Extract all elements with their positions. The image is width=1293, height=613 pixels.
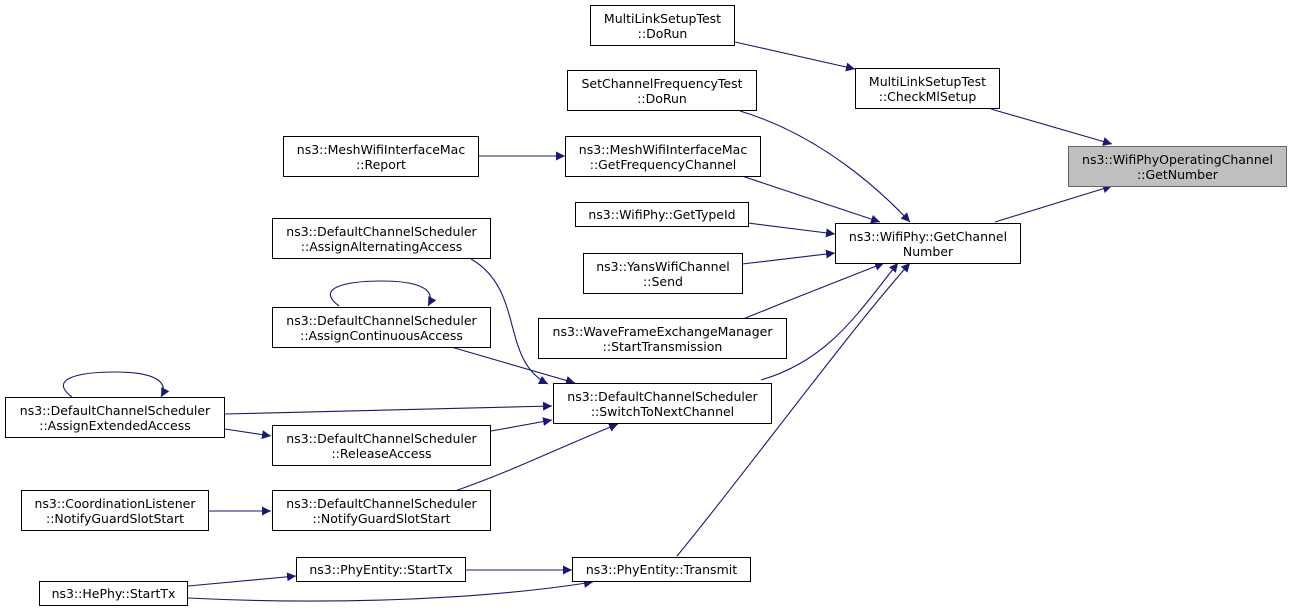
node-label-line1: ns3::PhyEntity::Transmit	[585, 562, 738, 577]
node-coordinationlistener-notifyguardslotstart[interactable]: ns3::CoordinationListener ::NotifyGuardS…	[21, 490, 209, 531]
node-label-line2: ::AssignContinuousAccess	[300, 327, 463, 343]
node-multilinksetuptest-dorun[interactable]: MultiLinkSetupTest ::DoRun	[590, 5, 735, 46]
edges	[63, 41, 1113, 602]
node-label-line2: ::GetFrequencyChannel	[589, 156, 737, 172]
node-label-line1: ns3::WifiPhyOperatingChannel	[1082, 151, 1273, 167]
edge-yanssend-to-getchannelnumber	[741, 249, 836, 265]
node-label-line2: ::ReleaseAccess	[331, 445, 432, 461]
node-label-line2: ::Report	[356, 156, 406, 172]
node-label-line2: ::NotifyGuardSlotStart	[312, 510, 451, 526]
node-label-line2: ::GetNumber	[1137, 166, 1218, 182]
node-label-line1: ns3::CoordinationListener	[34, 495, 196, 511]
edge-setchannelfreq-to-getchannelnumber	[739, 110, 911, 223]
node-label-line1: ns3::DefaultChannelScheduler	[567, 388, 758, 404]
node-label-line1: ns3::WifiPhy::GetTypeId	[588, 207, 736, 222]
node-wifiphy-gettypeid[interactable]: ns3::WifiPhy::GetTypeId	[575, 202, 749, 227]
node-label-line2: ::CheckMlSetup	[878, 88, 977, 104]
node-hephy-starttx[interactable]: ns3::HePhy::StartTx	[39, 581, 188, 606]
node-label-line2: ::SwitchToNextChannel	[590, 403, 735, 419]
node-defaultchannelscheduler-releaseaccess[interactable]: ns3::DefaultChannelScheduler ::ReleaseAc…	[272, 425, 491, 466]
edge-transmit-to-getchannelnumber	[676, 262, 911, 557]
edge-continuous-to-switchtonext	[433, 341, 576, 385]
node-label-line1: MultiLinkSetupTest	[603, 10, 722, 26]
node-setchannelfrequencytest-dorun[interactable]: SetChannelFrequencyTest ::DoRun	[567, 70, 757, 111]
node-label-line1: ns3::DefaultChannelScheduler	[286, 312, 477, 328]
node-defaultchannelscheduler-notifyguardslotstart[interactable]: ns3::DefaultChannelScheduler ::NotifyGua…	[272, 490, 491, 531]
edge-checkmlsetup-to-getnumber	[990, 108, 1113, 146]
edge-multilink-dorun-to-checkmlsetup	[734, 41, 856, 72]
node-label-line1: SetChannelFrequencyTest	[581, 75, 743, 91]
node-label-line1: ns3::YansWifiChannel	[596, 258, 730, 274]
node-label-line2: ::StartTransmission	[602, 338, 723, 354]
edge-extended-self-loop	[63, 371, 170, 398]
node-wifiphy-getchannelnumber[interactable]: ns3::WifiPhy::GetChannel Number	[835, 223, 1021, 264]
node-label-line1: MultiLinkSetupTest	[868, 73, 987, 89]
node-defaultchannelscheduler-switchtonextchannel[interactable]: ns3::DefaultChannelScheduler ::SwitchToN…	[553, 383, 772, 424]
node-label-line2: Number	[902, 243, 954, 259]
edge-switchtonext-to-getchannelnumber	[760, 262, 899, 381]
node-label-line1: ns3::DefaultChannelScheduler	[286, 430, 477, 446]
node-label-line1: ns3::WifiPhy::GetChannel	[848, 228, 1008, 244]
node-label-line2: ::AssignExtendedAccess	[39, 417, 191, 433]
node-label-line2: ::Send	[643, 273, 683, 289]
edge-starttransmission-to-getchannelnumber	[742, 262, 885, 320]
node-multilinksetuptest-checkmlsetup[interactable]: MultiLinkSetupTest ::CheckMlSetup	[855, 68, 1000, 109]
edge-alternating-to-switchtonext	[470, 258, 549, 385]
node-label-line2: ::AssignAlternatingAccess	[300, 238, 463, 254]
node-waveframeexchangemanager-starttransmission[interactable]: ns3::WaveFrameExchangeManager ::StartTra…	[538, 318, 787, 359]
edge-continuous-self-loop	[330, 280, 437, 307]
node-label-line1: ns3::DefaultChannelScheduler	[286, 495, 477, 511]
node-label-line1: ns3::DefaultChannelScheduler	[19, 402, 211, 418]
node-phyentity-starttx[interactable]: ns3::PhyEntity::StartTx	[296, 557, 466, 582]
node-label-line2: ::DoRun	[637, 90, 687, 106]
edge-notifyguard-to-switchtonext	[454, 423, 619, 492]
node-defaultchannelscheduler-assigncontinuousaccess[interactable]: ns3::DefaultChannelScheduler ::AssignCon…	[272, 307, 491, 348]
node-label-line1: ns3::WaveFrameExchangeManager	[552, 323, 773, 339]
node-label-line2: ::DoRun	[637, 25, 688, 41]
edge-hephy-to-phystarttx	[187, 572, 297, 587]
node-yanswifichannel-send[interactable]: ns3::YansWifiChannel ::Send	[583, 253, 743, 294]
edge-hephy-to-transmit	[187, 578, 594, 602]
node-meshwifiinterfacemac-getfrequencychannel[interactable]: ns3::MeshWifiInterfaceMac ::GetFrequency…	[565, 136, 761, 177]
node-label-line1: ns3::HePhy::StartTx	[51, 586, 176, 601]
node-meshwifiinterfacemac-report[interactable]: ns3::MeshWifiInterfaceMac ::Report	[283, 136, 479, 177]
node-defaultchannelscheduler-assignalternatingaccess[interactable]: ns3::DefaultChannelScheduler ::AssignAlt…	[272, 218, 491, 259]
node-label-line1: ns3::MeshWifiInterfaceMac	[296, 141, 466, 157]
node-label-line1: ns3::PhyEntity::StartTx	[309, 562, 453, 577]
node-phyentity-transmit[interactable]: ns3::PhyEntity::Transmit	[572, 557, 751, 582]
edge-extended-to-releaseaccess	[224, 428, 272, 440]
node-label-line1: ns3::MeshWifiInterfaceMac	[578, 141, 748, 157]
edge-releaseaccess-to-switchtonext	[490, 417, 553, 432]
node-defaultchannelscheduler-assignextendedaccess[interactable]: ns3::DefaultChannelScheduler ::AssignExt…	[5, 397, 225, 438]
edge-extended-to-switchtonext	[224, 401, 553, 415]
edge-gettypeid-to-getchannelnumber	[747, 222, 836, 238]
edge-getfreqchannel-to-getchannelnumber	[741, 175, 881, 224]
node-label-line1: ns3::DefaultChannelScheduler	[286, 223, 477, 239]
edge-getchannelnumber-to-getnumber	[994, 184, 1113, 223]
node-wifiphyoperatingchannel-getnumber: ns3::WifiPhyOperatingChannel ::GetNumber	[1068, 146, 1287, 187]
node-label-line2: ::NotifyGuardSlotStart	[46, 510, 184, 526]
